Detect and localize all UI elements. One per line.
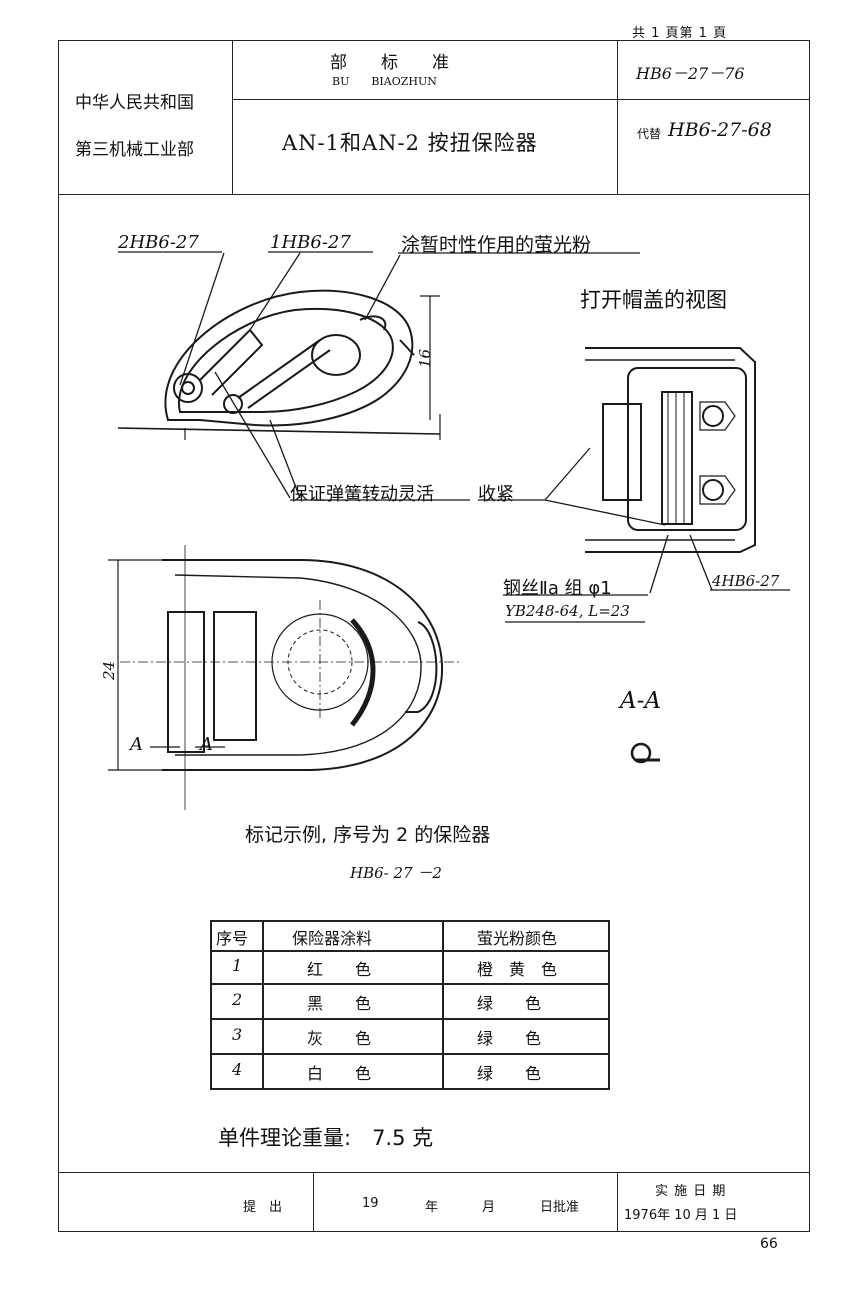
callout-4hb6-27: 4HB6-27 [712, 572, 780, 590]
header-bottom-line [58, 194, 810, 196]
open-cap-view-title: 打开帽盖的视图 [580, 288, 727, 312]
footer-submit: 提 出 [243, 1200, 283, 1215]
note-tighten: 收紧 [478, 484, 514, 505]
open-view-block-left [602, 403, 642, 501]
marking-caption: 标记示例, 序号为 2 的保险器 [245, 824, 491, 846]
org-line-1: 中华人民共和国 [75, 93, 194, 113]
side-view-pivot [223, 394, 243, 414]
footer-month-unit: 月 [482, 1200, 496, 1215]
color-table: 序号 保险器涂料 萤光粉颜色 1 红 色 橙 黄 色 2 黑 色 绿 色 3 灰… [210, 920, 610, 1090]
callout-2hb6-27: 2HB6-27 [118, 232, 199, 253]
footer-approve: 日批准 [540, 1200, 580, 1215]
footer-divider-left [313, 1172, 315, 1232]
top-view-arc [350, 618, 376, 727]
open-view-hole-bottom [702, 479, 724, 501]
implementation-date: 1976年 10 月 1 日 [624, 1208, 738, 1223]
table-header-index: 序号 [216, 929, 249, 948]
replaces-number: HB6-27-68 [668, 119, 772, 141]
implementation-label: 实 施 日 期 [655, 1184, 727, 1199]
callout-fluorescent-paint: 涂暂时性作用的萤光粉 [401, 234, 592, 256]
table-cell: 3 [232, 1025, 243, 1044]
standard-number: HB6－27－76 [636, 64, 745, 83]
dimension-24: 24 [100, 660, 118, 680]
table-header-paint: 保险器涂料 [292, 929, 373, 948]
footer-top-line [58, 1172, 810, 1174]
section-mark-a-left: A [130, 734, 143, 755]
table-col-divider-2 [442, 922, 444, 1088]
table-cell: 红 色 [307, 960, 372, 979]
table-col-divider-1 [262, 922, 264, 1088]
top-view-roller [167, 611, 205, 753]
footer-divider-right [617, 1172, 619, 1232]
table-cell: 黑 色 [307, 994, 372, 1013]
footer-year: 19 [362, 1196, 379, 1211]
table-cell: 橙 黄 色 [477, 960, 558, 979]
technical-drawing [108, 251, 790, 810]
open-view-roller [661, 391, 693, 525]
section-title-a-a: A-A [620, 688, 661, 714]
header-divider-right [617, 40, 619, 194]
side-view-hinge [173, 373, 203, 403]
side-view-knob [311, 334, 361, 376]
standard-type: 部 标 准 [330, 53, 449, 73]
open-view-hole-top [702, 405, 724, 427]
footer-year-unit: 年 [425, 1200, 439, 1215]
replaces-prefix: 代替 [637, 127, 662, 141]
section-symbol [630, 742, 652, 764]
table-header-fluorescent: 萤光粉颜色 [477, 929, 558, 948]
marking-example: HB6- 27 －2 [350, 864, 442, 882]
section-mark-a-right: A [200, 734, 213, 755]
drawing-frame [58, 40, 810, 1232]
open-view-plate [585, 347, 756, 553]
table-cell: 2 [232, 990, 243, 1009]
side-view-inner [177, 308, 394, 413]
wire-specification: 钢丝Ⅱa 组 φ1 [503, 578, 612, 599]
standard-title: AN-1和AN-2 按扭保险器 [282, 131, 538, 155]
table-cell: 绿 色 [477, 1064, 542, 1083]
note-spring-rotation: 保证弹簧转动灵活 [290, 484, 434, 505]
top-view-body [162, 559, 444, 771]
table-cell: 灰 色 [307, 1029, 372, 1048]
table-cell: 绿 色 [477, 994, 542, 1013]
table-cell: 绿 色 [477, 1029, 542, 1048]
page-number: 66 [760, 1236, 778, 1252]
callout-1hb6-27: 1HB6-27 [270, 232, 351, 253]
wire-standard: YB248-64, L=23 [505, 602, 630, 620]
unit-weight: 单件理论重量: 7.5 克 [218, 1126, 434, 1150]
header-divider-left [232, 40, 234, 194]
dimension-16: 16 [416, 348, 434, 368]
standard-type-pinyin: BU BIAOZHUN [332, 75, 437, 88]
table-cell: 4 [232, 1060, 243, 1079]
top-view-block [213, 611, 257, 741]
table-cell: 1 [232, 956, 243, 975]
side-view-body [164, 289, 414, 427]
header-middle-line [232, 99, 810, 101]
page-count: 共 1 頁第 1 頁 [632, 26, 728, 41]
table-cell: 白 色 [307, 1064, 372, 1083]
org-line-2: 第三机械工业部 [75, 140, 194, 160]
